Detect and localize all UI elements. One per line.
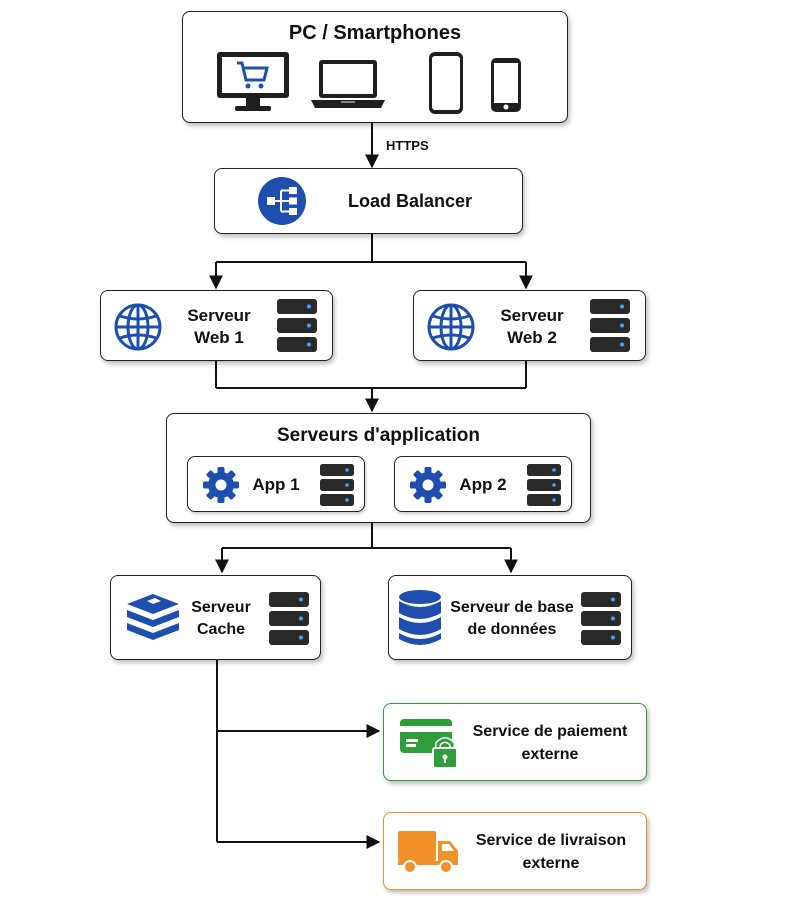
database-icon bbox=[399, 590, 441, 645]
tablet-icon bbox=[429, 52, 463, 114]
clients-box: PC / Smartphones bbox=[182, 11, 568, 123]
laptop-icon bbox=[311, 60, 385, 108]
web-server-2-label-line2: Web 2 bbox=[507, 328, 557, 347]
app-1-box: App 1 bbox=[187, 456, 365, 512]
server-rack-icon bbox=[320, 464, 354, 506]
desktop-monitor-icon bbox=[217, 52, 289, 111]
web-server-1-label-line1: Serveur bbox=[187, 306, 251, 325]
payment-service-box: Service de paiement externe bbox=[383, 703, 647, 781]
cache-stack-icon bbox=[127, 594, 179, 640]
gear-icon bbox=[410, 467, 446, 503]
server-rack-icon bbox=[581, 592, 621, 645]
payment-service-label-line1: Service de paiement bbox=[472, 723, 628, 740]
cache-server-label-line2: Cache bbox=[196, 621, 246, 638]
server-rack-icon bbox=[277, 299, 317, 352]
load-balancer-label: Load Balancer bbox=[347, 191, 473, 211]
clients-title: PC / Smartphones bbox=[288, 22, 462, 44]
app-servers-title: Serveurs d'application bbox=[276, 425, 481, 446]
database-server-label-line1: Serveur de base bbox=[450, 599, 574, 616]
app-2-label: App 2 bbox=[459, 475, 507, 494]
smartphone-icon bbox=[491, 58, 521, 112]
delivery-service-label-line2: externe bbox=[522, 855, 580, 872]
database-server-box: Serveur de base de données bbox=[388, 575, 632, 660]
shopping-cart-icon bbox=[237, 61, 269, 82]
load-balancer-box: Load Balancer bbox=[214, 168, 523, 234]
server-rack-icon bbox=[590, 299, 630, 352]
web-server-2-box: Serveur Web 2 bbox=[413, 290, 646, 361]
load-balancer-icon bbox=[258, 177, 306, 225]
globe-icon bbox=[114, 303, 162, 351]
delivery-service-label-line1: Service de livraison bbox=[475, 832, 627, 849]
app-2-box: App 2 bbox=[394, 456, 572, 512]
cache-server-label-line1: Serveur bbox=[191, 599, 251, 616]
delivery-truck-icon bbox=[398, 831, 458, 874]
globe-icon bbox=[427, 303, 475, 351]
database-server-label-line2: de données bbox=[467, 621, 557, 638]
https-edge-label: HTTPS bbox=[386, 138, 429, 153]
app-1-label: App 1 bbox=[252, 475, 300, 494]
credit-card-lock-icon bbox=[400, 719, 458, 769]
app-servers-box: Serveurs d'application App 1 bbox=[166, 413, 591, 523]
server-rack-icon bbox=[527, 464, 561, 506]
cache-server-box: Serveur Cache bbox=[110, 575, 321, 660]
gear-icon bbox=[203, 467, 239, 503]
web-server-1-box: Serveur Web 1 bbox=[100, 290, 333, 361]
server-rack-icon bbox=[269, 592, 309, 645]
web-server-1-label-line2: Web 1 bbox=[194, 328, 244, 347]
payment-service-label-line2: externe bbox=[521, 746, 579, 763]
delivery-service-box: Service de livraison externe bbox=[383, 812, 647, 890]
web-server-2-label-line1: Serveur bbox=[500, 306, 564, 325]
